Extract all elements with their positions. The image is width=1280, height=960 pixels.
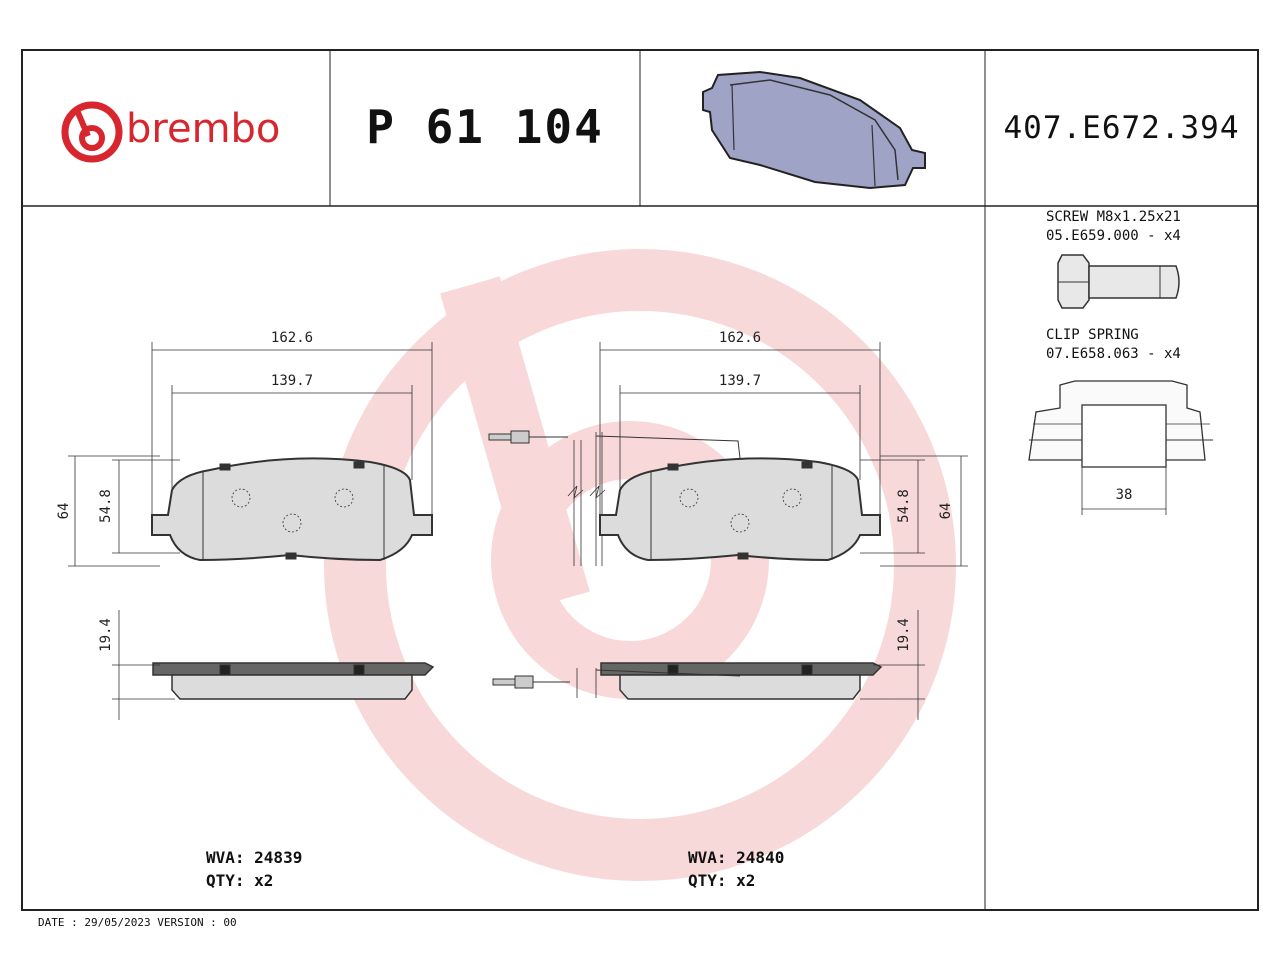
brand-name: brembo (126, 106, 281, 152)
watermark-logo-icon (324, 249, 956, 881)
right-qty: QTY: x2 (688, 871, 756, 890)
clip-title: CLIP SPRING (1046, 327, 1139, 343)
dim-left-inner-height: 54.8 (98, 489, 114, 523)
dim-right-overall-length: 162.6 (719, 330, 761, 346)
footer-date-version: DATE : 29/05/2023 VERSION : 00 (38, 916, 237, 929)
screw-info: SCREW M8x1.25x21 05.E659.000 - x4 (1046, 208, 1181, 246)
right-pad-info: WVA: 24840 QTY: x2 (688, 846, 784, 892)
left-pad-front-view (68, 342, 433, 567)
dim-clip-width: 38 (1116, 487, 1133, 503)
screw-code: 05.E659.000 - x4 (1046, 228, 1181, 244)
left-pad-info: WVA: 24839 QTY: x2 (206, 846, 302, 892)
dim-right-inner-height: 54.8 (896, 489, 912, 523)
right-wva: WVA: 24840 (688, 848, 785, 867)
dim-left-overall-length: 162.6 (271, 330, 313, 346)
reference-number: 407.E672.394 (1003, 110, 1240, 146)
part-number: P 61 104 (366, 100, 604, 154)
dim-left-thickness: 19.4 (98, 618, 114, 652)
right-pad-front-view (599, 342, 968, 567)
dim-right-height: 64 (938, 503, 954, 520)
pad-thumbnail-image (702, 70, 926, 190)
left-wva: WVA: 24839 (206, 848, 303, 867)
clip-spring-icon (1028, 380, 1213, 515)
left-qty: QTY: x2 (206, 871, 274, 890)
dim-left-inner-length: 139.7 (271, 373, 313, 389)
dim-right-thickness: 19.4 (896, 618, 912, 652)
clip-info: CLIP SPRING 07.E658.063 - x4 (1046, 326, 1181, 364)
right-pad-side-view (492, 610, 925, 720)
screw-icon (1057, 254, 1180, 309)
brembo-logo-icon (61, 101, 123, 163)
dimension-labels: 162.6 139.7 64 54.8 19.4 162.6 139.7 54.… (56, 330, 1132, 652)
clip-code: 07.E658.063 - x4 (1046, 346, 1181, 362)
screw-title: SCREW M8x1.25x21 (1046, 209, 1181, 225)
dim-right-inner-length: 139.7 (719, 373, 761, 389)
left-pad-side-view (112, 610, 435, 720)
dim-left-height: 64 (56, 503, 72, 520)
